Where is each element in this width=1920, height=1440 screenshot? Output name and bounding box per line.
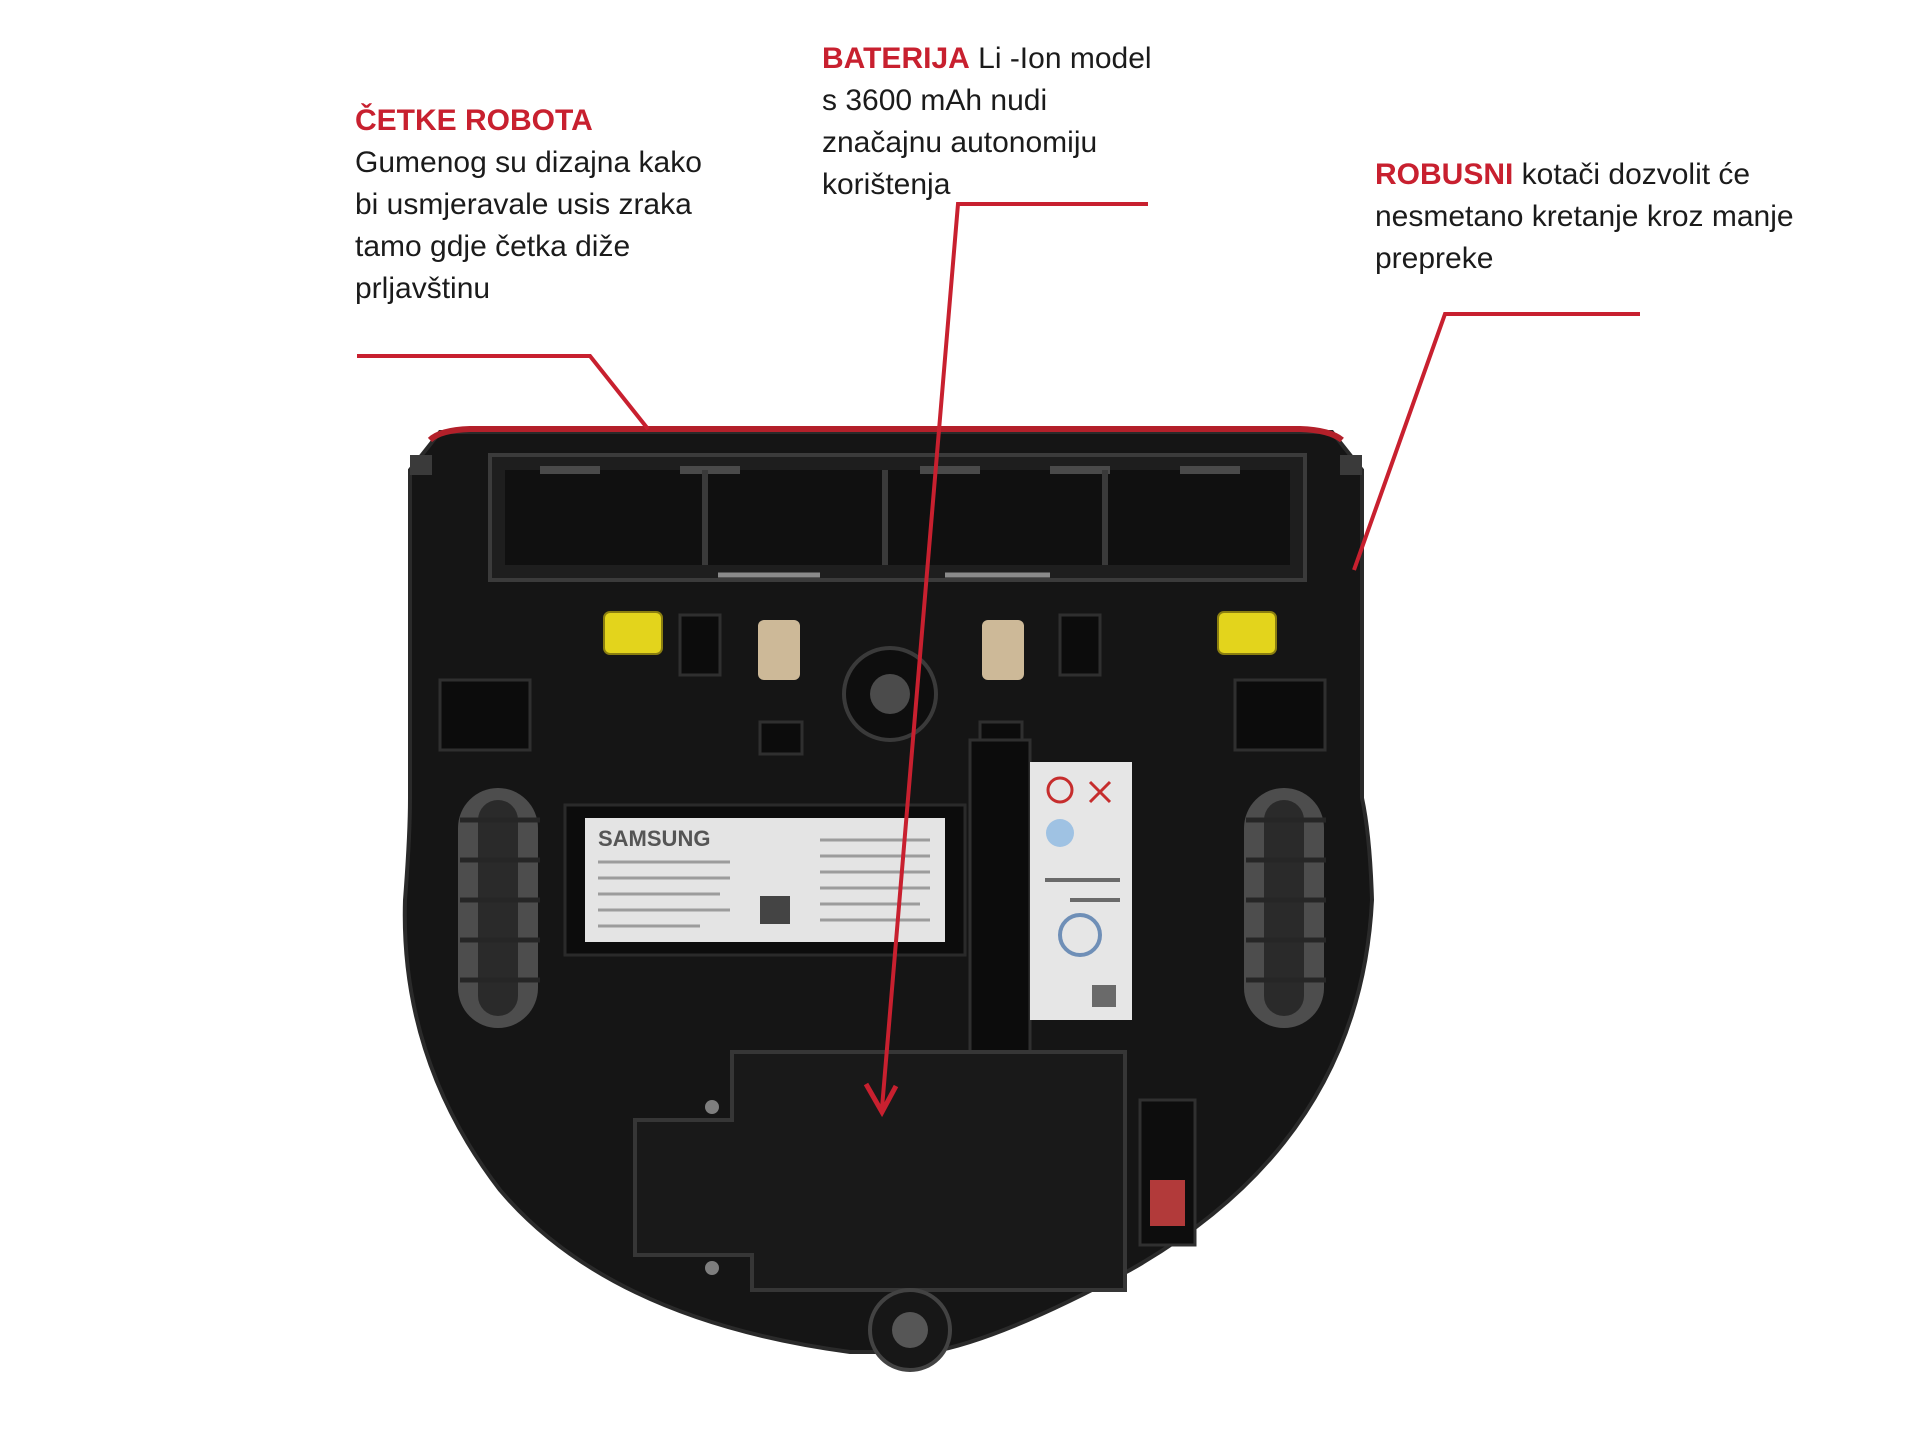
callout-battery-heading: BATERIJA <box>822 42 970 75</box>
rear-caster <box>868 1288 952 1372</box>
front-caster <box>842 646 938 742</box>
cliff-sensor-right <box>982 620 1024 680</box>
callout-brushes-text: Gumenog su dizajna kako bi usmjeravale u… <box>355 146 702 305</box>
callout-brushes: ČETKE ROBOTA Gumenog su dizajna kako bi … <box>355 100 715 310</box>
brush-clip-right <box>1217 611 1277 655</box>
leader-lines <box>357 202 1640 1118</box>
callout-wheels-text: kotači dozvolit će nesmetano kretanje kr… <box>1375 158 1794 275</box>
battery-cover <box>633 1050 1127 1292</box>
power-switch <box>1138 1098 1197 1247</box>
wheel-left <box>458 788 540 1028</box>
arrowhead-battery <box>863 1082 899 1118</box>
callout-brushes-heading: ČETKE ROBOTA <box>355 104 593 137</box>
callout-battery: BATERIJA Li -Ion model s 3600 mAh nudi z… <box>822 38 1152 206</box>
callout-battery-text: Li -Ion model s 3600 mAh nudi značajnu a… <box>822 42 1152 201</box>
leader-line-wheels <box>1352 312 1640 571</box>
brand-label: SAMSUNG <box>598 826 710 851</box>
leader-line-battery <box>880 202 1148 1109</box>
callout-wheels: ROBUSNI kotači dozvolit će nesmetano kre… <box>1375 154 1845 280</box>
brush-housing <box>488 453 1307 582</box>
instruction-sticker <box>1030 762 1132 1020</box>
brush-clip-left <box>603 611 663 655</box>
callout-wheels-heading: ROBUSNI <box>1375 158 1514 191</box>
cliff-sensor-left <box>758 620 800 680</box>
leader-line-brushes <box>357 354 650 431</box>
wheel-right <box>1244 788 1326 1028</box>
